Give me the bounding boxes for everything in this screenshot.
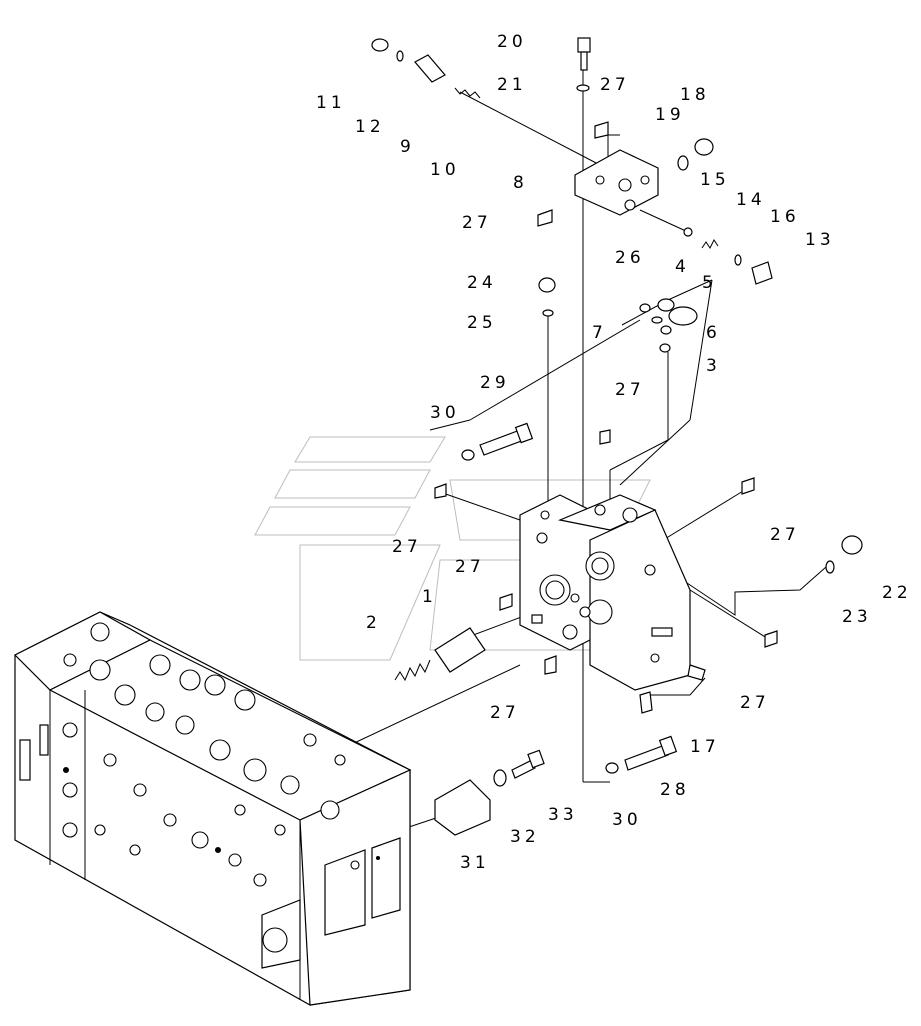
label-part-27-c: 27 [615,380,645,400]
label-part-6: 6 [706,323,721,343]
label-part-33: 33 [548,805,578,825]
label-part-12: 12 [355,117,385,137]
label-part-10: 10 [430,160,460,180]
label-part-28: 28 [660,780,690,800]
label-part-27-d: 27 [770,525,800,545]
label-part-22: 22 [882,583,912,603]
label-part-15: 15 [700,170,730,190]
label-part-14: 14 [736,190,766,210]
label-part-26: 26 [615,248,645,268]
label-part-30: 30 [430,403,460,423]
label-part-27-h: 27 [490,703,520,723]
label-part-20: 20 [497,32,527,52]
label-part-5: 5 [702,273,717,293]
main-valve-body [13,611,412,1006]
label-part-27: 27 [600,75,630,95]
label-part-18: 18 [680,85,710,105]
label-part-30-b: 30 [612,810,642,830]
label-part-19: 19 [655,105,685,125]
label-part-7: 7 [592,323,607,343]
label-part-27-f: 27 [455,557,485,577]
label-part-17: 17 [690,737,720,757]
callout-labels: 20 21 27 18 19 11 12 9 10 8 15 14 16 27 … [316,32,912,873]
label-part-8: 8 [513,173,528,193]
label-part-32: 32 [510,827,540,847]
label-part-23: 23 [842,607,872,627]
label-part-27-b: 27 [462,213,492,233]
label-part-29: 29 [480,373,510,393]
label-part-16: 16 [770,207,800,227]
small-parts [371,37,863,836]
label-part-25: 25 [467,313,497,333]
label-part-13: 13 [805,230,835,250]
label-part-1: 1 [422,587,437,607]
label-part-27-e: 27 [392,537,422,557]
label-part-11: 11 [316,93,346,113]
label-part-3: 3 [706,356,721,376]
label-part-21: 21 [497,75,527,95]
label-part-4: 4 [675,257,690,277]
label-part-27-g: 27 [740,693,770,713]
label-part-9: 9 [400,137,415,157]
label-part-24: 24 [467,273,497,293]
label-part-31: 31 [460,853,490,873]
label-part-2: 2 [366,613,381,633]
